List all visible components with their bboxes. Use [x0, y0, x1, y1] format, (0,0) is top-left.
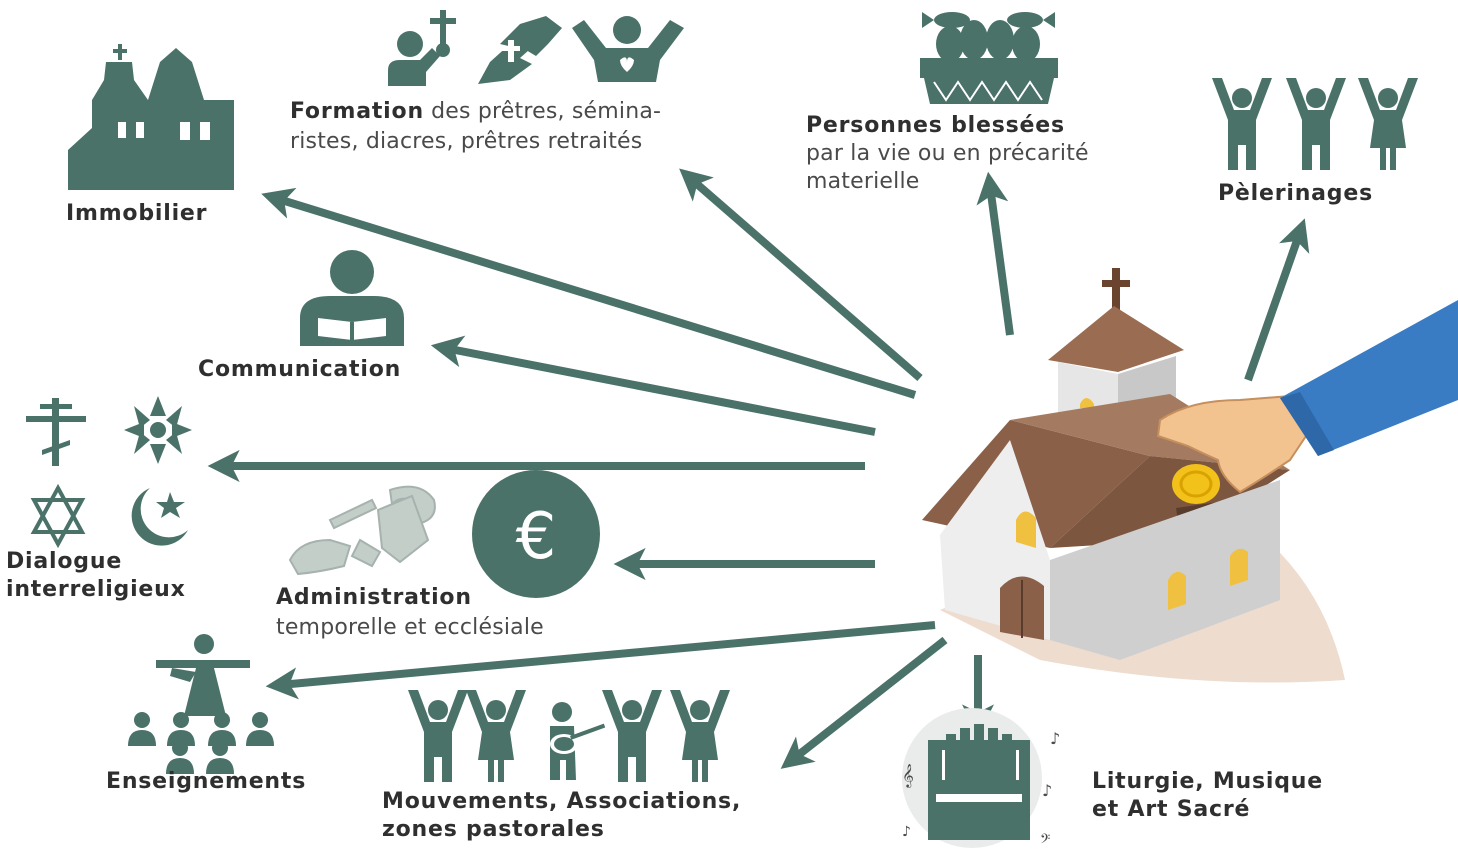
label-formation-rest: des prêtres, sémina- [431, 99, 662, 124]
arrow-personnes-blessees [976, 171, 1014, 336]
religious-items-icon [288, 485, 436, 576]
side-wall [1050, 480, 1280, 660]
steeple-cross-icon [1112, 268, 1120, 310]
arrows [207, 168, 1310, 769]
person-with-heart-icon [572, 16, 684, 82]
steeple-roof [1048, 306, 1184, 372]
huguenot-cross-icon [124, 396, 192, 464]
label-formation-bold: Formation [290, 99, 424, 124]
label-enseignements: Enseignements [106, 769, 307, 794]
formation-icons [388, 10, 684, 86]
crescent-and-star-icon [131, 488, 188, 546]
label-immobilier: Immobilier [66, 201, 208, 226]
blue-sleeve [1280, 300, 1458, 456]
label-communication: Communication [198, 357, 402, 382]
teaching-icon [128, 634, 274, 774]
arrow-enseignements [265, 621, 936, 700]
music-note-icon: ♪ [902, 824, 911, 840]
hand-icon [1156, 394, 1312, 494]
label-zones-pastorales: zones pastorales [382, 817, 605, 842]
fish-basket-icon [920, 12, 1058, 104]
label-art-sacre: et Art Sacré [1092, 797, 1251, 822]
organ-icon: 𝄞 ♪ ♪ ♪ 𝄢 [902, 708, 1060, 850]
person-with-cross-icon [388, 10, 456, 86]
pilgrims-icon [1212, 78, 1418, 170]
label-administration: Administration [276, 585, 472, 610]
person-reading-icon [300, 250, 404, 346]
music-note-icon: ♪ [1042, 781, 1052, 800]
gold-coin-icon [1172, 464, 1220, 504]
label-formation: Formation des prêtres, sémina- [290, 98, 661, 126]
group-people-icon [408, 690, 730, 782]
label-administration-line2: temporelle et ecclésiale [276, 615, 544, 640]
handshake-icon [478, 16, 562, 84]
label-dialogue: Dialogue [6, 549, 123, 574]
treble-clef-icon: 𝄞 [902, 763, 914, 788]
label-mouvements: Mouvements, Associations, [382, 789, 742, 814]
arrow-pelerinages [1244, 218, 1310, 382]
label-personnes-blessees-line2: par la vie ou en précarité [806, 141, 1089, 166]
star-of-david-icon [30, 483, 86, 549]
label-interreligieux: interreligieux [6, 577, 186, 602]
arrow-mouvements [780, 636, 948, 769]
church-window [1168, 571, 1186, 610]
euro-coin-icon: € [472, 470, 600, 598]
central-church-illustration [922, 268, 1458, 683]
bass-clef-icon: 𝄢 [1040, 831, 1050, 850]
religious-symbols [26, 396, 192, 549]
label-personnes-blessees-line3: materielle [806, 169, 920, 194]
euro-symbol: € [516, 500, 557, 574]
orthodox-cross-icon [26, 398, 86, 466]
church-building-windows [118, 122, 210, 140]
arrow-formation [679, 168, 923, 382]
guitarist-icon [550, 702, 606, 780]
church-window [1230, 548, 1248, 586]
music-note-icon: ♪ [1050, 729, 1060, 748]
arrow-communication [430, 335, 876, 436]
church-window [1016, 511, 1036, 548]
label-liturgie: Liturgie, Musique [1092, 769, 1323, 794]
label-pelerinages: Pèlerinages [1218, 181, 1373, 206]
label-personnes-blessees: Personnes blessées [806, 113, 1065, 138]
arrow-immobilier [261, 187, 917, 399]
label-formation-line2: ristes, diacres, prêtres retraités [290, 129, 643, 154]
administration-icons: € [288, 470, 600, 598]
church-building-icon [68, 44, 234, 190]
